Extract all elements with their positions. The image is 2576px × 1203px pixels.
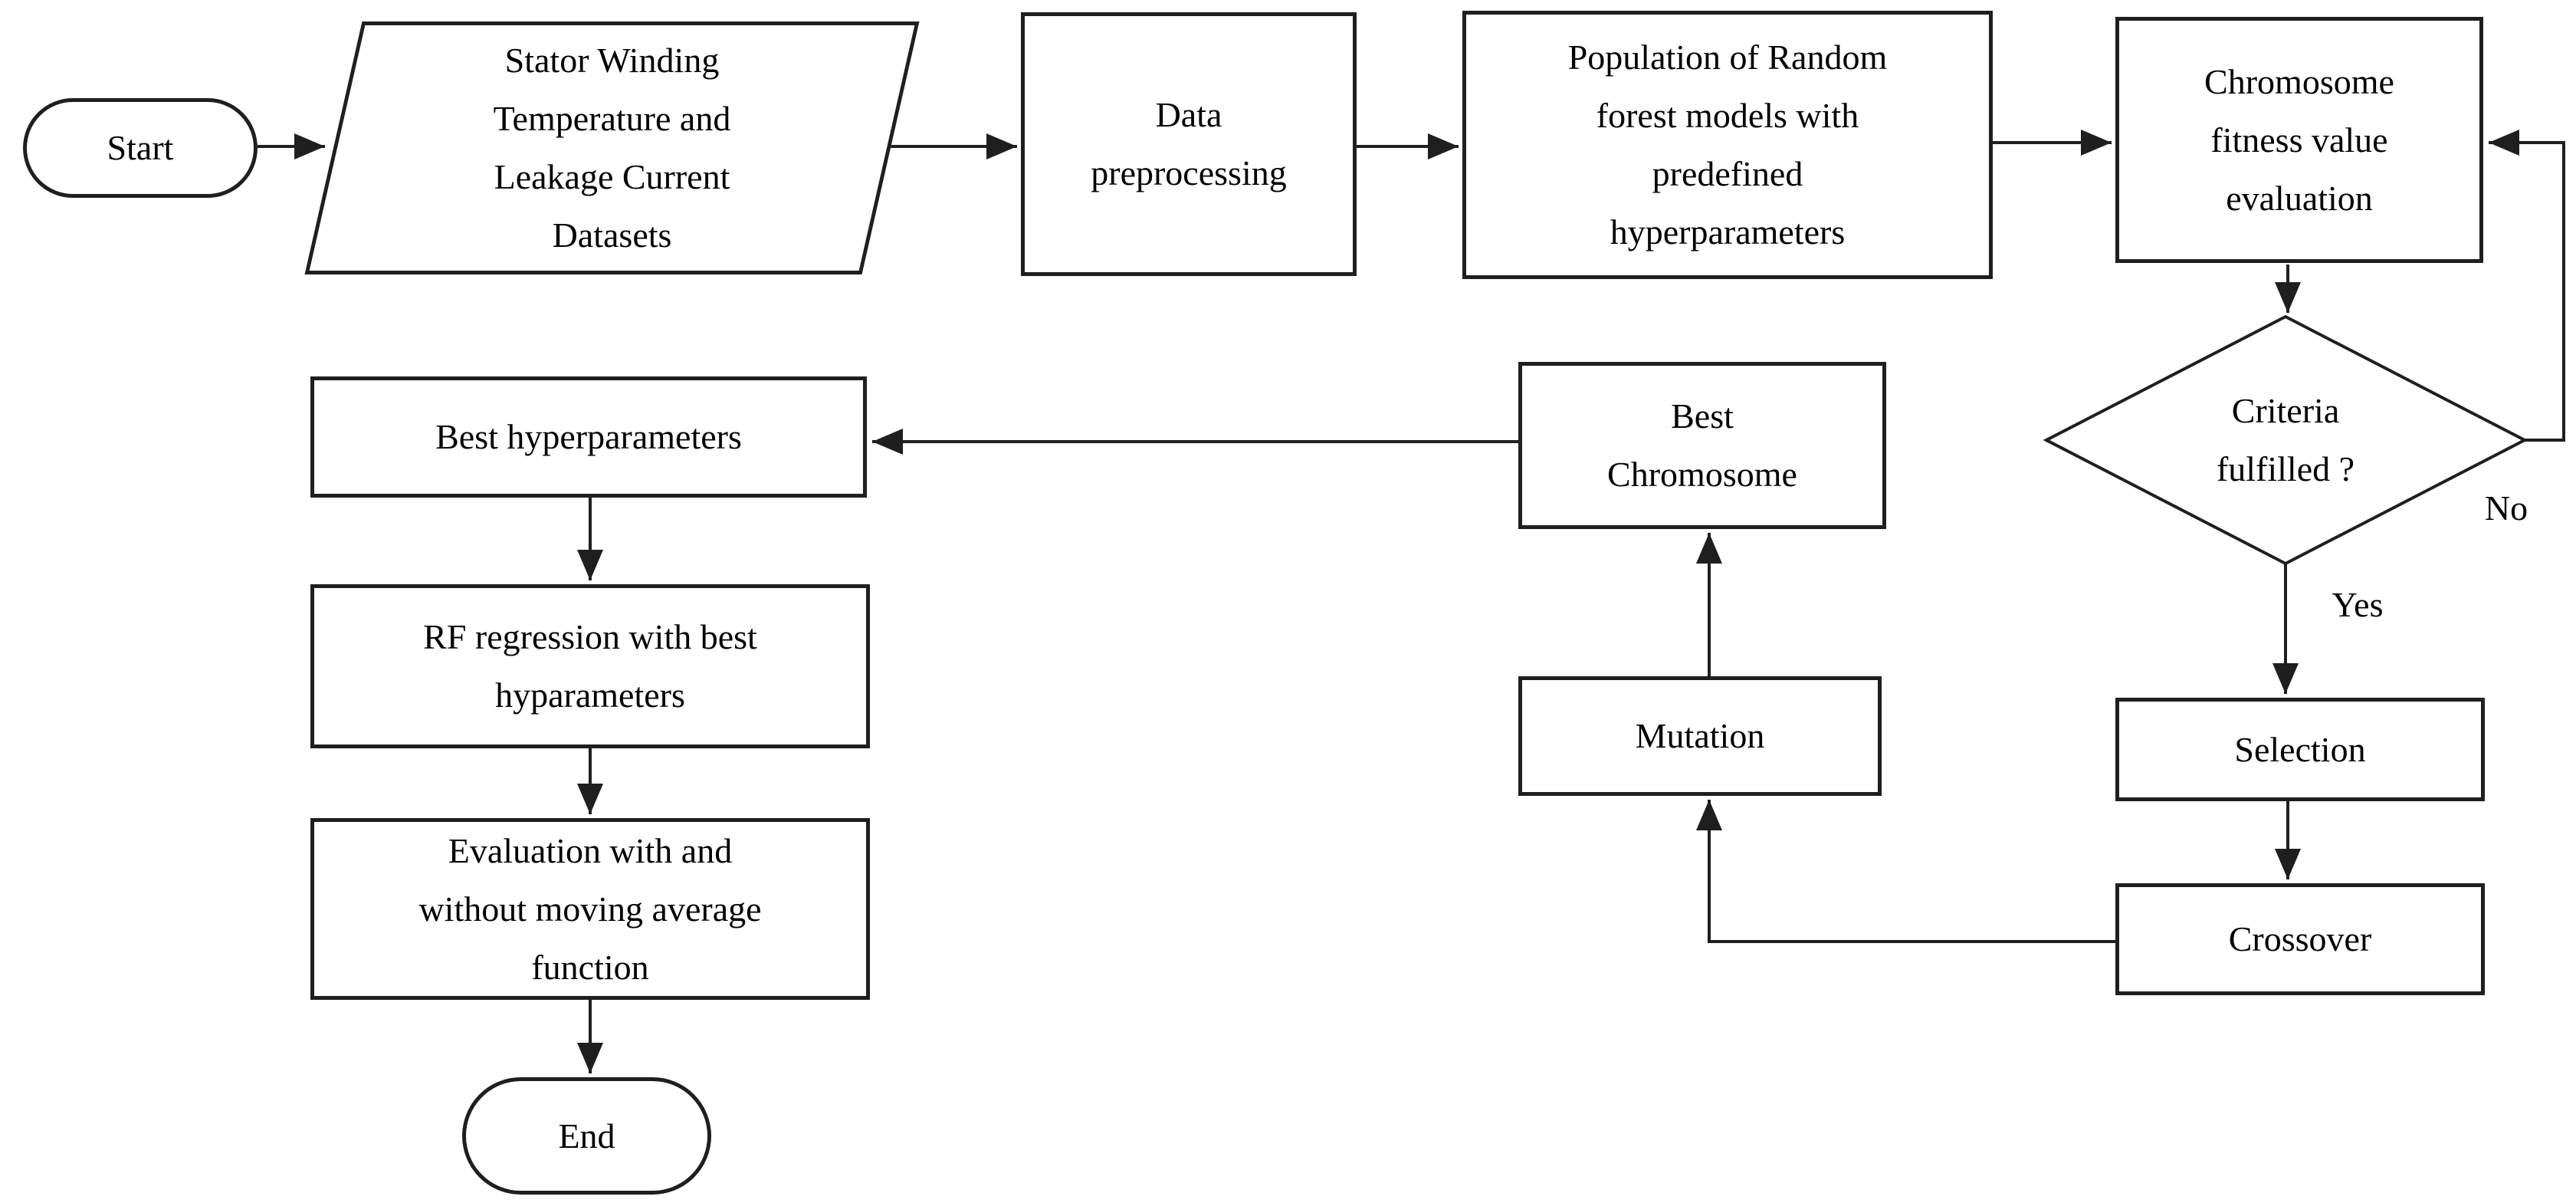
label-line: Datasets [552, 215, 672, 255]
label-line: without moving average [418, 889, 762, 929]
label-line: predefined [1652, 154, 1803, 193]
label-line: hyparameters [495, 675, 685, 715]
node-end-label: End [558, 1116, 615, 1155]
node-best-chromosome: Best Chromosome [1518, 362, 1886, 529]
label-line: hyperparameters [1610, 212, 1846, 251]
label-line: Chromosome [2204, 61, 2394, 101]
node-best-hyperparameters: Best hyperparameters [310, 376, 867, 498]
node-datasets: Stator Winding Temperature and Leakage C… [304, 21, 920, 274]
node-population: Population of Random forest models with … [1462, 11, 1993, 279]
label-line: fulfilled ? [2216, 449, 2355, 488]
node-datasets-label: Stator Winding Temperature and Leakage C… [337, 31, 887, 265]
edge-label-no-text: No [2484, 488, 2528, 528]
node-crossover: Crossover [2115, 883, 2485, 995]
decision-diamond-shape [2043, 314, 2528, 566]
node-mutation: Mutation [1518, 676, 1882, 796]
label-line: RF regression with best [423, 617, 757, 656]
label-line: function [531, 947, 649, 987]
node-evaluation: Evaluation with and without moving avera… [310, 818, 870, 1000]
node-criteria-decision: Criteria fulfilled ? [2117, 363, 2454, 517]
node-data-preprocessing: Data preprocessing [1021, 12, 1357, 276]
node-crossover-label: Crossover [2228, 919, 2372, 958]
node-mutation-label: Mutation [1635, 716, 1765, 755]
node-selection: Selection [2115, 698, 2485, 801]
node-selection-label: Selection [2234, 729, 2366, 769]
label-line: Criteria [2231, 391, 2340, 430]
node-start: Start [23, 98, 258, 198]
label-line: Stator Winding [504, 41, 720, 80]
edge-label-yes-text: Yes [2332, 585, 2384, 624]
node-rf-regression: RF regression with best hyparameters [310, 584, 870, 748]
edge-crossover-to-mutation [1696, 800, 2115, 943]
node-fitness-evaluation: Chromosome fitness value evaluation [2115, 17, 2483, 263]
label-line: Best [1671, 396, 1734, 436]
edge-criteria-no-loop [2489, 130, 2565, 442]
label-line: preprocessing [1091, 153, 1287, 192]
node-end: End [462, 1077, 711, 1195]
edge-label-no: No [2449, 482, 2564, 535]
label-line: Data [1155, 95, 1222, 134]
label-line: Population of Random [1567, 38, 1888, 77]
label-line: Evaluation with and [448, 830, 733, 870]
label-line: evaluation [2226, 178, 2373, 218]
node-start-label: Start [107, 128, 174, 167]
label-line: forest models with [1596, 96, 1859, 135]
label-line: Temperature and [493, 99, 731, 138]
label-line: Chromosome [1607, 455, 1797, 494]
node-best-hyperparameters-label: Best hyperparameters [435, 417, 742, 456]
label-line: Leakage Current [494, 157, 730, 196]
label-line: fitness value [2210, 120, 2388, 159]
edge-label-yes: Yes [2296, 578, 2419, 632]
